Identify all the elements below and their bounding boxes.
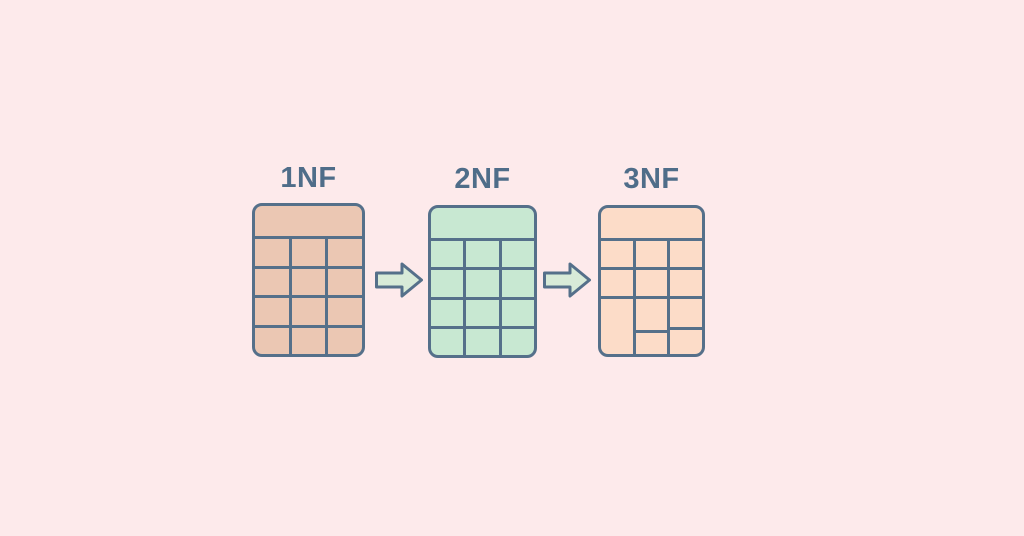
table-row — [255, 327, 362, 354]
table-row — [431, 328, 534, 355]
table-row — [431, 299, 534, 326]
table-header-cell — [431, 208, 534, 238]
table-row — [255, 268, 362, 295]
table-icon-1nf — [252, 203, 365, 357]
stage-label-1nf: 1NF — [280, 162, 337, 194]
table-header-cell — [601, 208, 702, 238]
table-icon-3nf — [598, 205, 705, 357]
table-row — [431, 241, 534, 268]
table-row — [431, 270, 534, 297]
table-row — [255, 239, 362, 266]
table-split-section — [601, 299, 702, 354]
stage-label-3nf: 3NF — [623, 163, 680, 195]
table-header-cell — [255, 206, 362, 236]
spanning-cell — [601, 299, 633, 354]
table-icon-2nf — [428, 205, 537, 358]
table-row — [255, 298, 362, 325]
arrow-right-icon — [375, 262, 423, 298]
table-row — [601, 270, 702, 297]
table-row — [601, 241, 702, 268]
arrow-right-icon — [543, 262, 591, 298]
stage-label-2nf: 2NF — [454, 163, 511, 195]
